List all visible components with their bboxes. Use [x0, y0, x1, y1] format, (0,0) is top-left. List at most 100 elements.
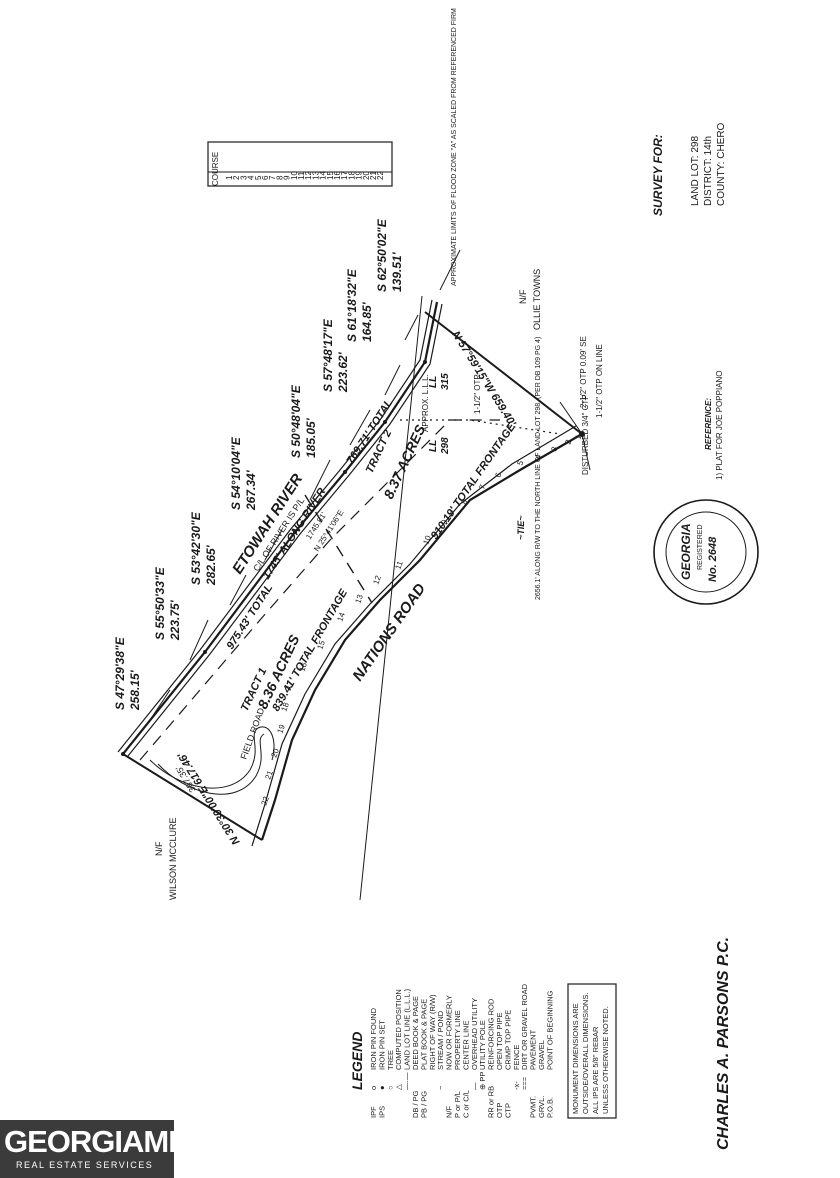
land-lot-label: LAND LOT: 298	[690, 136, 701, 206]
ll-lower-num: 298	[440, 437, 451, 455]
legend-title: LEGEND	[349, 1032, 365, 1090]
course-row-15: 15	[326, 171, 335, 180]
flood-note: APPROXIMATE LIMITS OF FLOOD ZONE "A" AS …	[451, 8, 458, 286]
otp-se-label: 2-1/2" OTP 0.09' SE	[579, 336, 588, 408]
west-owner-name: WILSON MCCLURE	[168, 817, 178, 900]
legend-abbr-16: CTP	[503, 1103, 512, 1118]
district-label: DISTRICT: 14th	[703, 136, 714, 206]
bearing-4: S 54°10'04"E	[229, 436, 243, 510]
legend-desc-9: NOW OR FORMERLY	[445, 995, 454, 1070]
county-label: COUNTY: CHERO	[716, 122, 727, 206]
course-table	[207, 141, 393, 187]
course-row-14: 14	[319, 171, 328, 180]
legend-abbr-10: P or P/L	[453, 1091, 462, 1118]
course-row-19: 19	[355, 171, 364, 180]
plat-linework	[117, 249, 591, 901]
road-station-17: 17	[283, 679, 295, 691]
legend-note-2: ALL IPS ARE 5/8" REBAR	[591, 1026, 600, 1114]
legend-abbr-11: C or C/L	[461, 1090, 470, 1118]
legend-desc-6: PLAT BOOK & PAGE	[419, 999, 428, 1070]
surveyor-firm: CHARLES A. PARSONS P.C.	[715, 937, 732, 1150]
road-station-3: 3	[549, 445, 559, 453]
course-row-13: 13	[311, 171, 320, 180]
title-block: SURVEY FOR: LAND LOT: 298 DISTRICT: 14th…	[651, 122, 732, 1150]
west-owner-nf: N/F	[154, 841, 164, 856]
bearing-3: S 53°42'30"E	[189, 511, 203, 585]
legend-symbol-13: ⊕ PP	[478, 1072, 487, 1090]
legend-desc-18: DIRT OR GRAVEL ROAD	[520, 983, 529, 1070]
bearing-1-dist: 258.15'	[128, 669, 142, 711]
reference-text: 1) PLAT FOR JOE POPPIANO	[715, 370, 724, 480]
legend-symbol-3: △	[394, 1083, 403, 1090]
legend-symbol-17: -x-	[512, 1081, 521, 1090]
ll-lower: LL	[428, 440, 439, 452]
course-row-11: 11	[297, 171, 306, 180]
legend-symbol-2: ○	[386, 1085, 395, 1090]
legend-desc-10: PROPERTY LINE	[453, 1010, 462, 1070]
legend-symbol-4: —·—	[403, 1072, 412, 1090]
tie-title: ~TIE~	[516, 515, 526, 540]
course-row-2: 2	[232, 175, 241, 180]
east-owner-nf: N/F	[518, 289, 528, 304]
ll-upper: LL	[428, 376, 439, 388]
course-row-18: 18	[347, 171, 356, 180]
road-station-1: 1	[573, 433, 583, 441]
legend-desc-7: RIGHT OF WAY (R/W)	[428, 994, 437, 1070]
legend-symbol-8: ~	[436, 1085, 445, 1090]
legend-desc-3: COMPUTED POSITION	[394, 989, 403, 1070]
bearing-1: S 47°29'38"E	[113, 636, 127, 710]
course-row-20: 20	[362, 171, 371, 180]
seal-state: GEORGIA	[679, 523, 693, 580]
legend-desc-0: IRON PIN FOUND	[369, 1007, 378, 1070]
course-row-17: 17	[340, 171, 349, 180]
road-station-11: 11	[393, 559, 404, 570]
legend-desc-20: GRAVEL	[537, 1040, 546, 1070]
reference-title: REFERENCE:	[704, 398, 713, 450]
road-station-14: 14	[335, 611, 347, 623]
course-row-22: 22	[376, 171, 385, 180]
legend-desc-11: CENTER LINE	[461, 1020, 470, 1070]
east-owner-name: OLLIE TOWNS	[532, 269, 542, 330]
watermark-brand: GEORGIAMLS	[4, 1124, 207, 1159]
road-station-22: 22	[259, 795, 271, 807]
bearing-3-dist: 282.65'	[204, 544, 218, 586]
legend-abbr-6: PB / PG	[419, 1091, 428, 1118]
course-row-12: 12	[304, 171, 313, 180]
road-station-5: 5	[515, 459, 525, 467]
course-table-header: COURSE	[211, 152, 220, 186]
legend-abbr-20: GRVL.	[537, 1096, 546, 1118]
legend-symbol-0: o	[369, 1086, 378, 1090]
road-station-18: 18	[279, 701, 291, 713]
legend-symbol-1: ●	[377, 1085, 386, 1090]
legend-abbr-5: DB / PG	[411, 1090, 420, 1118]
legend-note-3: UNLESS OTHERWISE NOTED.	[601, 1006, 610, 1114]
road-station-12: 12	[371, 574, 383, 586]
road-station-13: 13	[353, 593, 365, 605]
bearing-2-dist: 223.75'	[168, 599, 182, 641]
road-station-21: 21	[263, 769, 275, 781]
surveyor-seal: GEORGIA REGISTERED No. 2648	[653, 499, 759, 605]
road-station-16: 16	[297, 661, 309, 673]
course-row-16: 16	[333, 171, 342, 180]
legend-abbr-0: IPF	[369, 1106, 378, 1118]
road-station-9: 9	[439, 518, 449, 526]
road-station-8: 8	[459, 498, 469, 506]
legend-desc-14: REINFORCING ROD	[487, 998, 496, 1070]
legend-abbr-1: IPS	[377, 1106, 386, 1118]
georgiamls-watermark: GEORGIAMLS REAL ESTATE SERVICES	[0, 1120, 207, 1178]
bearing-4-dist: 267.34'	[244, 469, 258, 511]
otp-online-label: 1-1/2" OTP ON LINE	[595, 344, 604, 418]
course-row-1: 1	[225, 175, 234, 180]
watermark-tagline: REAL ESTATE SERVICES	[16, 1160, 154, 1170]
southeast-line-label: N 57°59'15"W 659.40'	[449, 329, 517, 429]
road-station-19: 19	[275, 723, 287, 735]
legend-note-0: MONUMENT DIMENSIONS ARE	[571, 1003, 580, 1114]
legend-desc-12: OVERHEAD UTILITY	[470, 998, 479, 1070]
bearing-8: S 62°50'02"E	[375, 218, 389, 292]
bearing-7: S 61°18'32"E	[345, 268, 359, 342]
legend-desc-5: DEED BOOK & PAGE	[411, 996, 420, 1070]
course-row-9: 9	[283, 175, 292, 180]
